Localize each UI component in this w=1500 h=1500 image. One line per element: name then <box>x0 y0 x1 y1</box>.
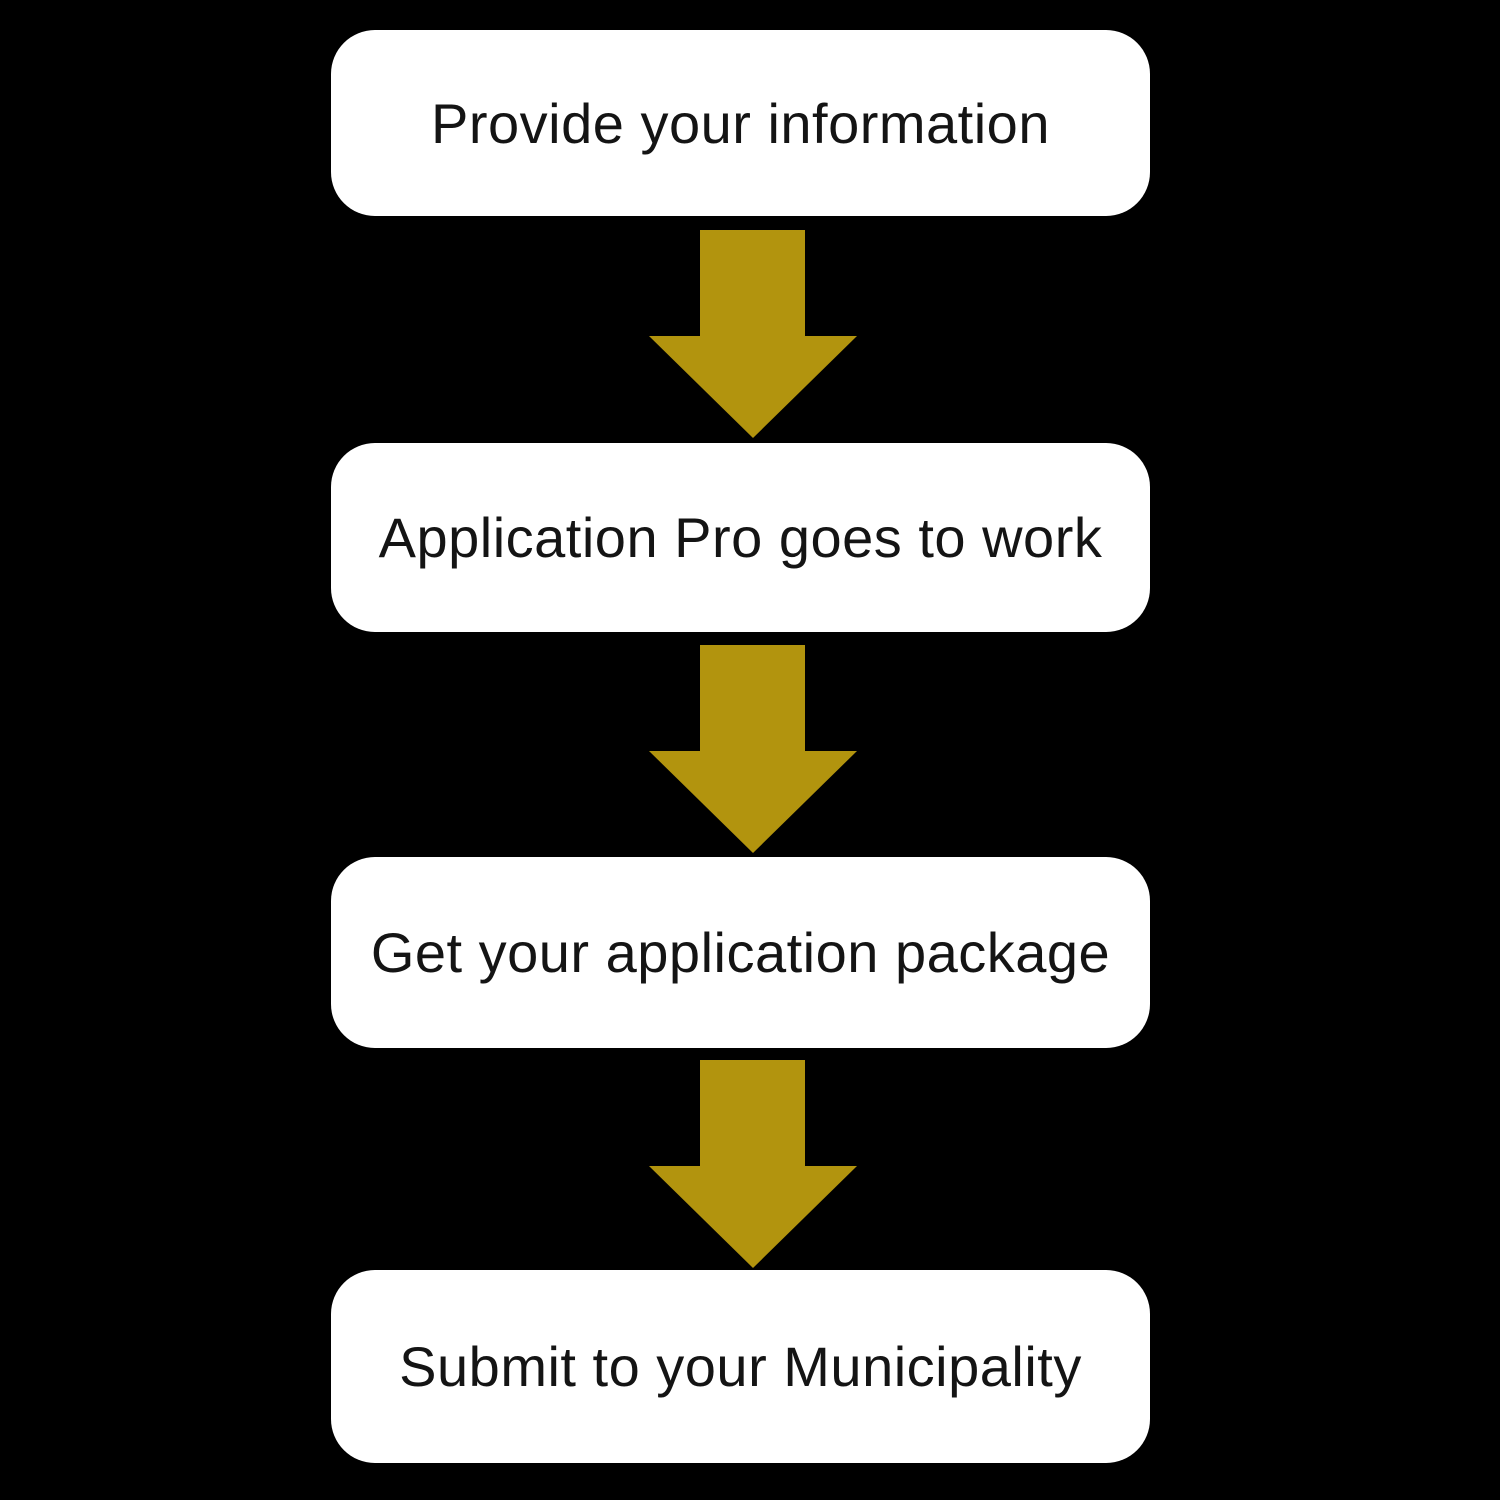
arrow-head <box>648 1166 857 1268</box>
arrow-shaft <box>700 645 805 751</box>
step-label: Provide your information <box>431 91 1050 155</box>
arrow-head <box>648 336 857 438</box>
arrow-shaft <box>700 230 805 336</box>
step-label: Application Pro goes to work <box>378 506 1103 569</box>
down-arrow-icon <box>648 230 857 438</box>
down-arrow-icon <box>648 1060 857 1268</box>
arrow-shaft <box>700 1060 805 1166</box>
step-label: Submit to your Municipality <box>399 1335 1082 1398</box>
step-box-application-pro-works: Application Pro goes to work <box>331 443 1150 632</box>
arrow-head <box>648 751 857 853</box>
down-arrow-icon <box>648 645 857 853</box>
step-box-submit-to-municipality: Submit to your Municipality <box>331 1270 1150 1463</box>
step-box-get-application-package: Get your application package <box>331 857 1150 1048</box>
step-label: Get your application package <box>370 921 1111 984</box>
step-box-provide-information: Provide your information <box>331 30 1150 216</box>
